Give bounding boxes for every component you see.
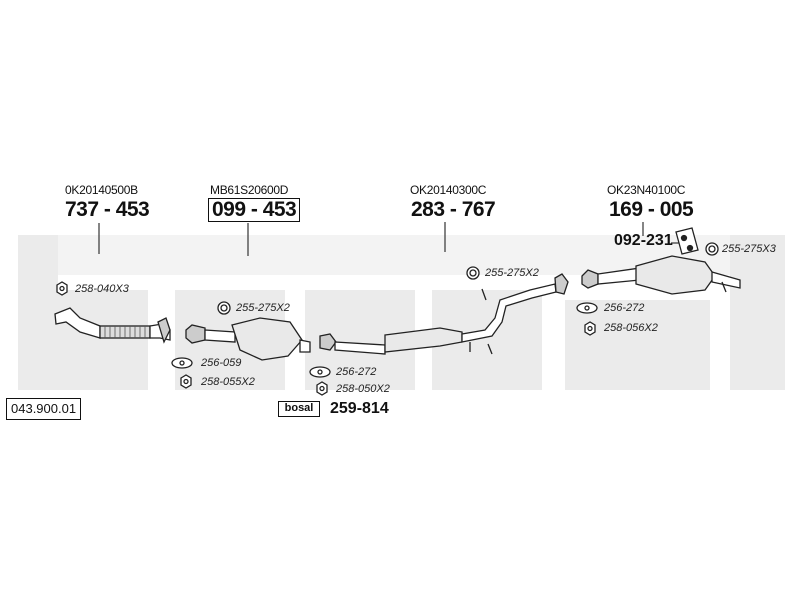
catalyst-drawing xyxy=(185,317,311,361)
rubber-mount-icon xyxy=(675,227,699,255)
middle-pipe-drawing xyxy=(319,273,569,355)
hex-nut-hole xyxy=(59,285,65,292)
fitting-label: 256-059 xyxy=(201,357,242,369)
fitting-label: 255-275X2 xyxy=(485,267,539,279)
fitting-label: 258-056X2 xyxy=(604,322,658,334)
part-number-front-pipe[interactable]: 737 - 453 xyxy=(65,198,150,221)
fitting-label: 258-050X2 xyxy=(336,383,390,395)
fitting-label: 258-040X3 xyxy=(75,283,129,295)
part-number-catalyst[interactable]: 099 - 453 xyxy=(208,198,301,222)
fitting-label: 255-275X2 xyxy=(236,302,290,314)
front-pipe-drawing xyxy=(54,307,171,344)
hex-nut-hole xyxy=(587,325,593,332)
oe-number-front-pipe: 0K20140500B xyxy=(65,183,138,197)
part-number-rear-muffler[interactable]: 169 - 005 xyxy=(609,198,694,221)
part-number-rubber-mount[interactable]: 092-231 xyxy=(614,232,673,249)
fitting-label: 256-272 xyxy=(336,366,377,378)
catalog-number: 043.900.01 xyxy=(6,398,82,420)
gasket-hole xyxy=(317,369,323,375)
fitting-label: 258-055X2 xyxy=(201,376,255,388)
rear-muffler-drawing xyxy=(581,255,741,295)
oe-number-catalyst: MB61S20600D xyxy=(210,183,289,197)
oe-number-rear-muffler: OK23N40100C xyxy=(607,183,686,197)
clamp-ring-inner xyxy=(708,245,716,253)
part-number-mounting-kit[interactable]: 259-814 xyxy=(330,400,389,417)
gasket-hole xyxy=(179,360,185,366)
fitting-label: 256-272 xyxy=(604,302,645,314)
hex-nut-hole xyxy=(319,385,325,392)
clamp-ring-inner xyxy=(220,304,228,312)
hex-nut-hole xyxy=(183,378,189,385)
gasket-hole xyxy=(584,305,590,311)
bosal-kit-badge: bosal xyxy=(278,401,320,417)
clamp-ring-inner xyxy=(469,269,477,277)
part-number-middle-pipe[interactable]: 283 - 767 xyxy=(411,198,496,221)
fitting-label: 255-275X3 xyxy=(722,243,776,255)
oe-number-middle-pipe: OK20140300C xyxy=(410,183,487,197)
